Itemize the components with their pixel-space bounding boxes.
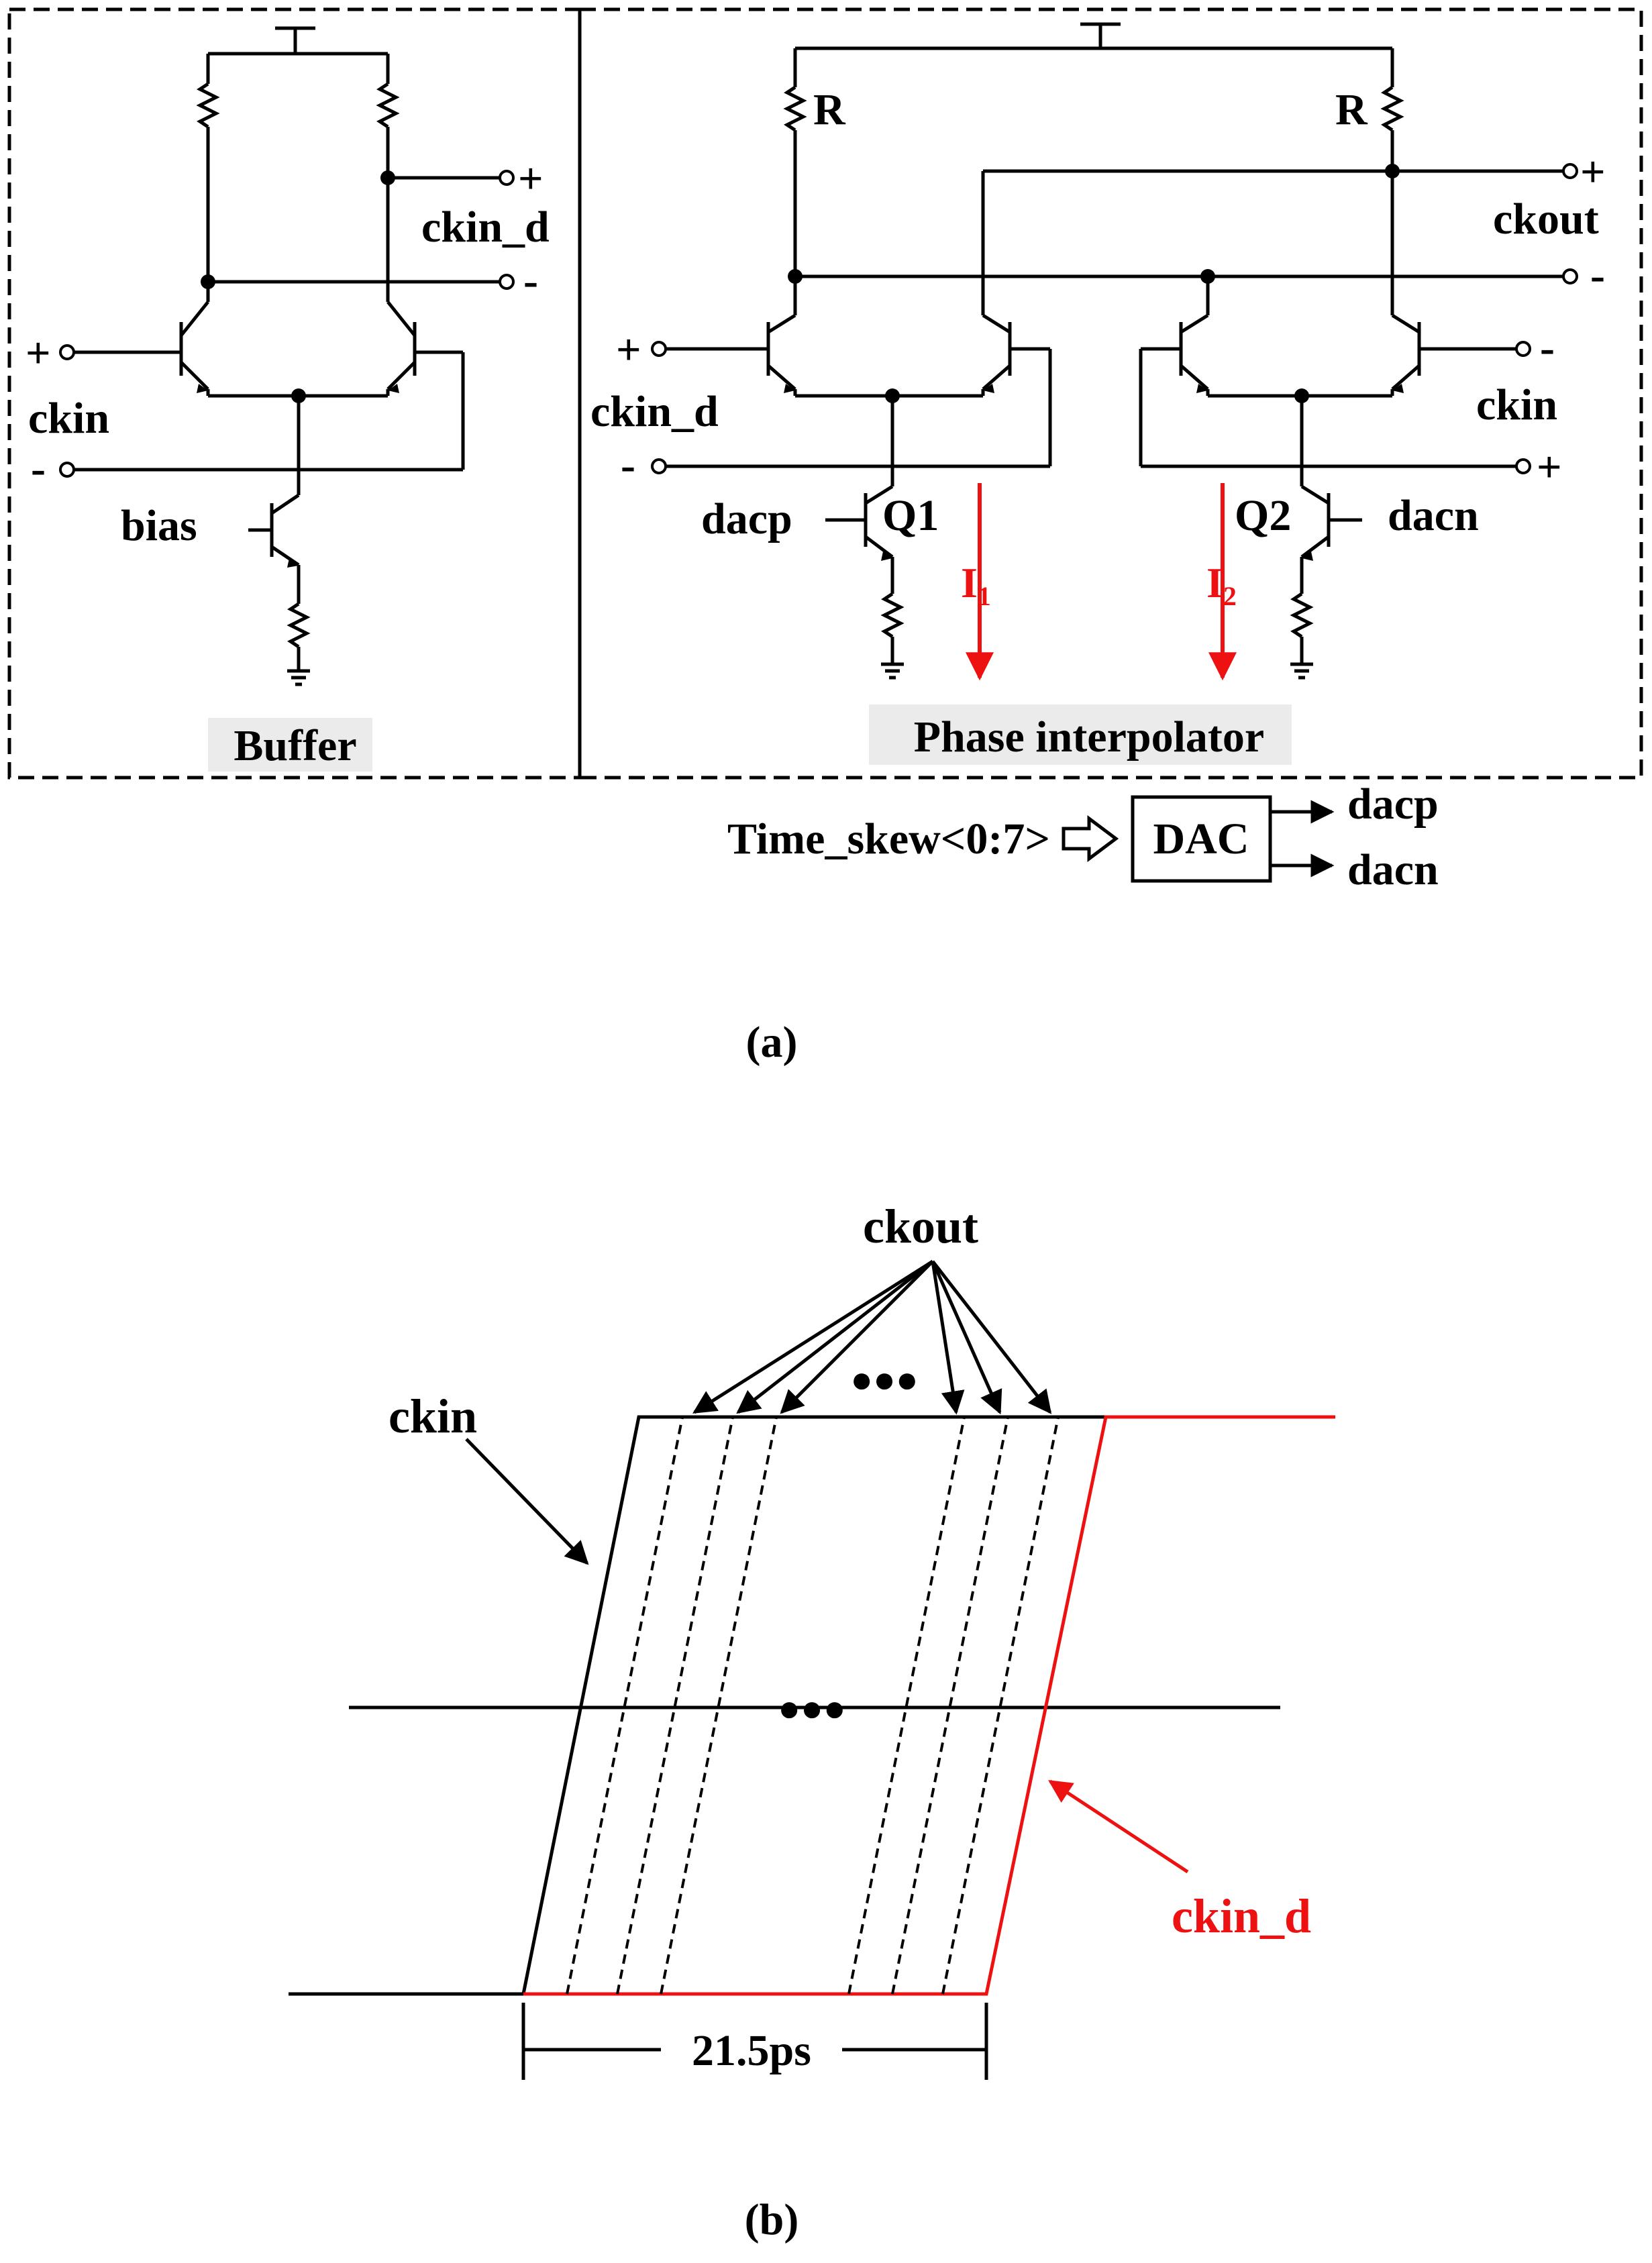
q2-emitter-resistor <box>1290 592 1314 639</box>
timing-ckin-label: ckin <box>389 1389 477 1443</box>
ckin-d-plus-sign: + <box>616 325 641 374</box>
buffer-in-minus-sign: - <box>31 444 46 493</box>
ckin-minus-sign: - <box>1540 323 1555 372</box>
r-label-left: R <box>813 85 846 134</box>
ckin-d-plus-terminal <box>651 341 667 357</box>
buffer-title-box <box>208 718 372 772</box>
dac-box <box>1131 795 1272 883</box>
dac-label: DAC <box>1153 814 1249 863</box>
caption-b: (b) <box>745 2195 799 2244</box>
q1-label: Q1 <box>882 491 939 540</box>
ckout-edge <box>941 1416 1060 1995</box>
pi-node <box>1385 164 1400 178</box>
buffer-bias-label: bias <box>121 501 197 550</box>
dacn-label: dacn <box>1388 491 1479 540</box>
ckout-edge <box>660 1416 778 1995</box>
ckin-d-waveform <box>523 1415 1335 1996</box>
ckout-plus-terminal <box>1562 163 1578 179</box>
ckin-d-label: ckin_d <box>590 387 719 436</box>
dac-block <box>1062 795 1335 883</box>
interpolator-dashed-border <box>578 7 1643 780</box>
buffer-in-label: ckin <box>28 394 109 443</box>
ckout-edge <box>847 1416 966 1995</box>
ckout-plus-sign: + <box>1580 148 1606 197</box>
buffer-resistor-right <box>376 82 400 129</box>
time-skew-label: Time_skew<0:7> <box>727 814 1050 863</box>
buffer-in-minus-terminal <box>59 462 75 478</box>
pi-node <box>885 388 900 403</box>
buffer-in-plus-terminal <box>59 344 75 360</box>
pi-node <box>1200 269 1215 284</box>
buffer-out-minus-terminal <box>499 274 515 290</box>
ckin-plus-sign: + <box>1537 443 1562 492</box>
timing-diagram <box>289 1259 1335 2080</box>
buffer-out-plus-sign: + <box>518 154 544 203</box>
ckout-edge <box>891 1416 1009 1995</box>
pi-node <box>788 269 803 284</box>
q2-label: Q2 <box>1235 491 1291 540</box>
ckout-edge <box>616 1416 734 1995</box>
interpolator-title: Phase interpolator <box>914 713 1264 761</box>
dacp-label: dacp <box>701 494 792 543</box>
dac-out-dacp-label: dacp <box>1347 780 1439 829</box>
ckin-d-minus-terminal <box>651 458 667 474</box>
pi-node <box>1294 388 1309 403</box>
buffer-node <box>380 170 395 185</box>
caption-a: (a) <box>746 1018 798 1067</box>
r-label-right: R <box>1335 85 1368 134</box>
ckin-label: ckin <box>1476 380 1557 429</box>
interpolator-title-box <box>869 704 1292 765</box>
buffer-in-plus-sign: + <box>25 329 51 378</box>
pi-resistor-right <box>1380 85 1404 132</box>
pi-resistor-left <box>783 85 807 132</box>
buffer-out-label: ckin_d <box>421 203 550 252</box>
buffer-title: Buffer <box>234 721 356 770</box>
buffer-resistor-left <box>196 82 220 129</box>
buffer-node <box>291 388 306 403</box>
ckout-minus-terminal <box>1562 268 1578 284</box>
buffer-out-plus-terminal <box>499 170 515 186</box>
interpolator-panel <box>578 7 1643 780</box>
timing-ckout-label: ckout <box>863 1200 978 1253</box>
buffer-node <box>201 274 215 289</box>
current-i2-label: I2 <box>1206 559 1237 611</box>
ckin-minus-terminal <box>1515 341 1531 357</box>
timing-ckin-d-label: ckin_d <box>1172 1889 1311 1943</box>
span-label: 21.5ps <box>692 2026 811 2075</box>
ckout-minus-sign: - <box>1590 251 1605 300</box>
top-dots: ●●● <box>850 1359 918 1401</box>
ckin-plus-terminal <box>1515 458 1531 474</box>
q1-emitter-resistor <box>880 592 905 639</box>
buffer-panel <box>7 7 582 780</box>
buffer-out-minus-sign: - <box>523 256 538 305</box>
ckout-label: ckout <box>1493 195 1599 244</box>
ckin-d-minus-sign: - <box>621 441 635 490</box>
ckin-waveform <box>289 1415 1106 1996</box>
mid-dots: ●●● <box>778 1688 845 1730</box>
dac-out-dacn-label: dacn <box>1347 845 1439 894</box>
current-i1-label: I1 <box>961 559 991 611</box>
buffer-tail-resistor <box>287 602 311 649</box>
ckout-edge <box>566 1416 684 1995</box>
hollow-arrow-icon <box>1062 815 1119 862</box>
